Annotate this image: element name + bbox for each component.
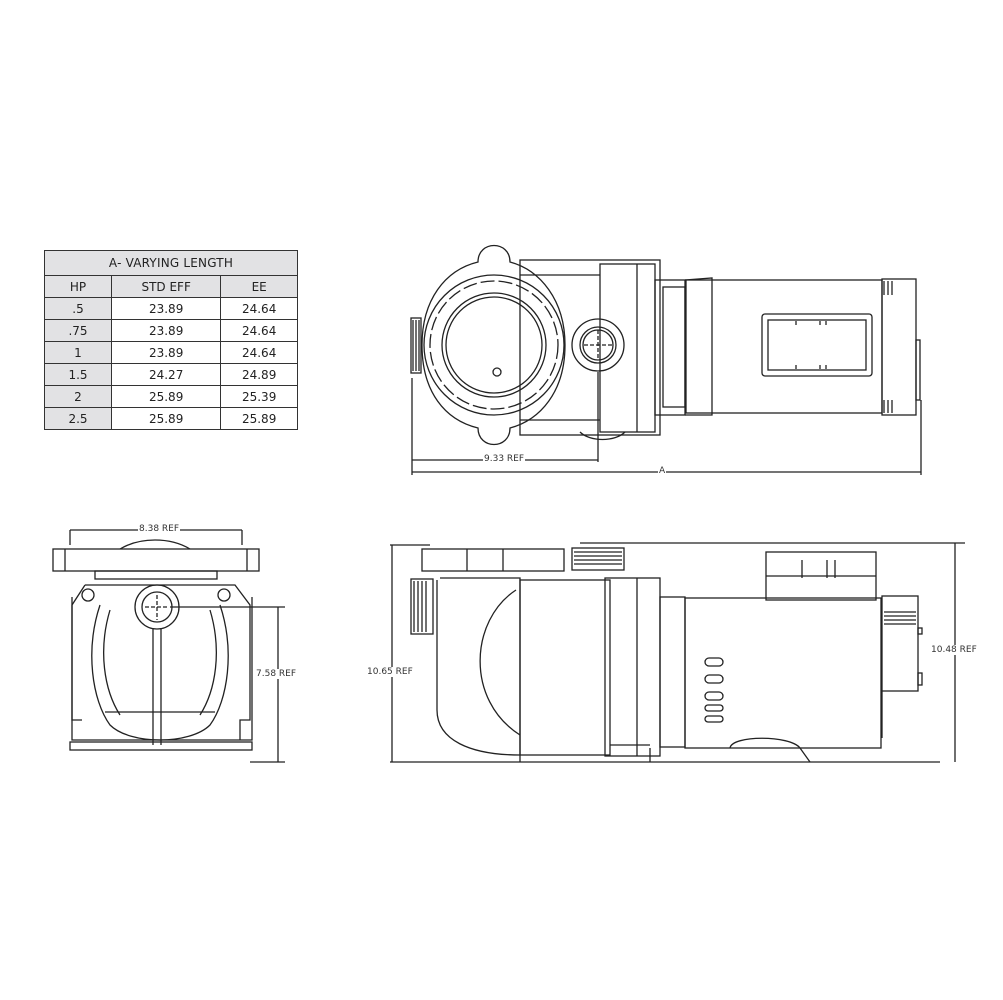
dim-label-9-33-ref: 9.33 REF bbox=[483, 454, 526, 464]
dim-label-a: A bbox=[658, 466, 667, 476]
hp-cell: 2.5 bbox=[44, 407, 112, 430]
ee-cell: 24.64 bbox=[220, 297, 298, 320]
dim-label-10-48-ref: 10.48 REF bbox=[930, 645, 978, 655]
varying-length-table: A- VARYING LENGTH HP STD EFF EE .5 23.89… bbox=[44, 250, 298, 430]
dim-label-10-65-ref: 10.65 REF bbox=[366, 667, 414, 677]
dim-label-8-38-ref: 8.38 REF bbox=[138, 524, 181, 534]
top-view bbox=[410, 245, 922, 475]
ee-cell: 25.89 bbox=[220, 407, 298, 430]
column-header-std-eff: STD EFF bbox=[110, 275, 222, 298]
std-eff-cell: 25.89 bbox=[110, 407, 222, 430]
ee-cell: 25.39 bbox=[220, 385, 298, 408]
side-view bbox=[390, 542, 965, 763]
std-eff-cell: 23.89 bbox=[110, 297, 222, 320]
table-title: A- VARYING LENGTH bbox=[44, 250, 298, 276]
table-row: 1 23.89 24.64 bbox=[44, 341, 298, 364]
std-eff-cell: 25.89 bbox=[110, 385, 222, 408]
table-row: 2.5 25.89 25.89 bbox=[44, 407, 298, 430]
table-row: 2 25.89 25.39 bbox=[44, 385, 298, 408]
dim-label-7-58-ref: 7.58 REF bbox=[255, 669, 298, 679]
ee-cell: 24.64 bbox=[220, 341, 298, 364]
ee-cell: 24.64 bbox=[220, 319, 298, 342]
std-eff-cell: 24.27 bbox=[110, 363, 222, 386]
front-view bbox=[52, 529, 285, 763]
